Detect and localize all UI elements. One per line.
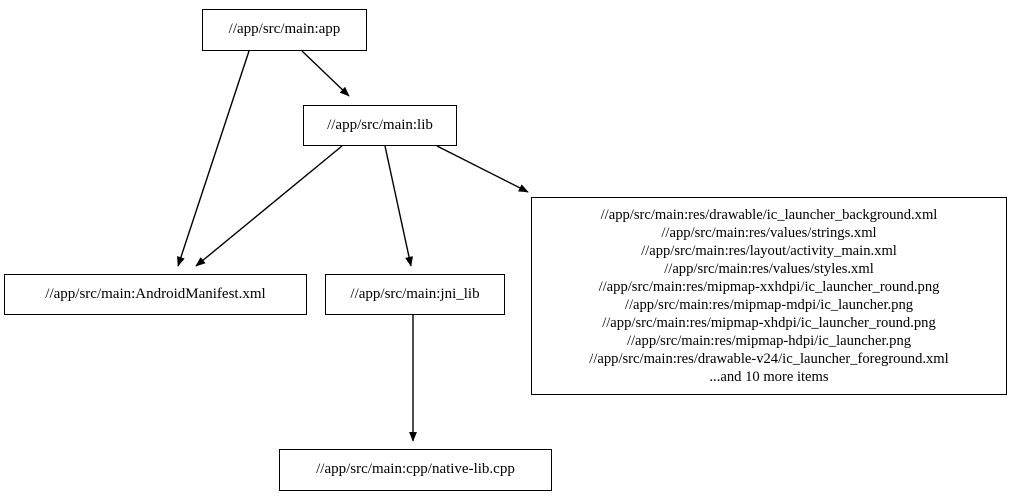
node-android-manifest[interactable]: //app/src/main:AndroidManifest.xml <box>4 274 307 315</box>
edge-lib-to-jni <box>384 145 413 267</box>
node-native-lib-cpp-label: //app/src/main:cpp/native-lib.cpp <box>316 461 515 478</box>
node-jni-lib[interactable]: //app/src/main:jni_lib <box>325 274 505 315</box>
edge-app-to-lib <box>301 50 350 97</box>
node-lib[interactable]: //app/src/main:lib <box>303 105 457 146</box>
edge-lib-to-resources <box>436 145 529 193</box>
node-resources-bundle-label: //app/src/main:res/drawable/ic_launcher_… <box>589 206 949 386</box>
node-lib-label: //app/src/main:lib <box>327 116 433 133</box>
node-resources-bundle[interactable]: //app/src/main:res/drawable/ic_launcher_… <box>531 197 1007 395</box>
node-native-lib-cpp[interactable]: //app/src/main:cpp/native-lib.cpp <box>279 449 552 491</box>
node-android-manifest-label: //app/src/main:AndroidManifest.xml <box>45 285 266 302</box>
node-app-label: //app/src/main:app <box>228 21 341 38</box>
edge-lib-to-manifest <box>195 145 343 267</box>
node-jni-lib-label: //app/src/main:jni_lib <box>350 285 480 302</box>
node-app[interactable]: //app/src/main:app <box>202 9 367 51</box>
edge-app-to-manifest <box>177 50 250 267</box>
